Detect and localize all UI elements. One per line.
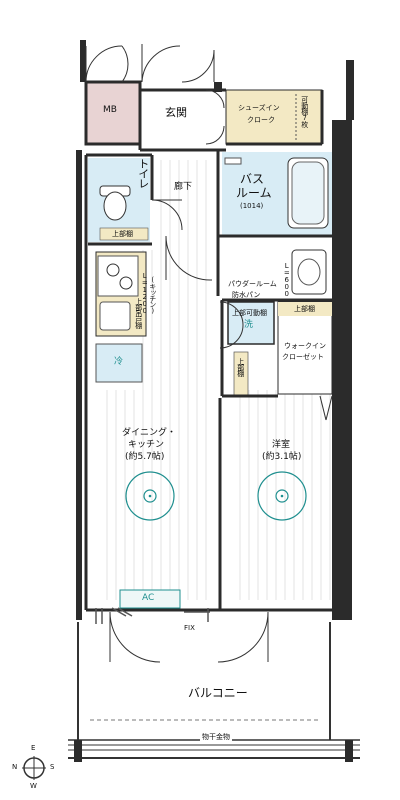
sink (99, 301, 131, 331)
shoes-shelf-label: 可動棚7枚 (300, 96, 309, 127)
kitchen-dim-label: L=1200 (140, 272, 149, 314)
bath-label-1: バス (240, 172, 265, 186)
fridge (95, 343, 143, 383)
shoes-cloak-label-1: シューズイン (238, 104, 280, 112)
washer-label: 洗 (244, 320, 254, 330)
sash-windows (95, 607, 210, 624)
shoes-cloak-label-2: クローク (247, 116, 275, 124)
genkan-label: 玄関 (165, 106, 187, 119)
dk-label-1: ダイニング・ (122, 428, 177, 438)
wic-label-1: ウォークイン (284, 342, 326, 350)
compass-east: E (31, 744, 36, 752)
kitchen-label: (キッチン) (148, 276, 157, 314)
mb-label: MB (103, 105, 117, 115)
waterproof-pan-label: 防水パン (232, 291, 261, 299)
powder-dim-label: L=600 (282, 262, 291, 297)
doors (85, 44, 333, 663)
balcony-label: バルコニー (188, 686, 248, 700)
burner (106, 263, 120, 277)
kitchen-upper-label: 上部吊戸棚 (134, 298, 143, 328)
flooring-lines (106, 160, 331, 600)
laundry-hardware-label: 物干金物 (200, 733, 232, 742)
compass-north: N (12, 763, 18, 771)
toilet-label: トイレ (136, 158, 150, 188)
shoes-cloak (225, 89, 323, 145)
toilet-shelf (99, 227, 149, 241)
washer-pan (227, 301, 275, 345)
western-label: 洋室 (272, 440, 291, 450)
balcony (68, 622, 360, 759)
ceiling-lights (125, 471, 307, 521)
compass-west: W (30, 782, 37, 790)
bath-step (224, 157, 242, 165)
fridge-label: 冷 (114, 357, 124, 367)
ac-label: AC (142, 593, 155, 603)
wic-shelf (278, 302, 332, 316)
side-shelf-label: 上部棚 (236, 358, 245, 376)
powder-upper-label: 上部可動棚 (232, 309, 267, 317)
light-centers (148, 494, 284, 498)
bath-label-2: ルーム (236, 186, 272, 200)
wic-shelf-label: 上部棚 (294, 305, 315, 313)
wic-label-2: クローゼット (282, 353, 324, 361)
mb-room (84, 80, 142, 146)
toilet-bowl (103, 191, 127, 221)
corridor-label: 廊下 (174, 182, 193, 192)
compass (22, 756, 46, 780)
stove (97, 255, 139, 297)
dk-label-2: キッチン (128, 440, 165, 450)
western-size-label: (約3.1帖) (262, 452, 302, 462)
compass-south: S (50, 763, 55, 771)
toilet-shelf-label: 上部棚 (112, 230, 133, 238)
ac-unit (119, 589, 181, 609)
bath-size-label: (1014) (240, 202, 264, 210)
dk-size-label: (約5.7帖) (125, 452, 165, 462)
bathtub-inner (291, 161, 325, 225)
fix-label: FIX (184, 624, 195, 632)
thick-walls (76, 40, 354, 620)
powder-label: パウダールーム (228, 280, 277, 288)
burner (119, 276, 133, 290)
balcony-rails (74, 740, 353, 762)
basin-bowl (297, 258, 321, 286)
